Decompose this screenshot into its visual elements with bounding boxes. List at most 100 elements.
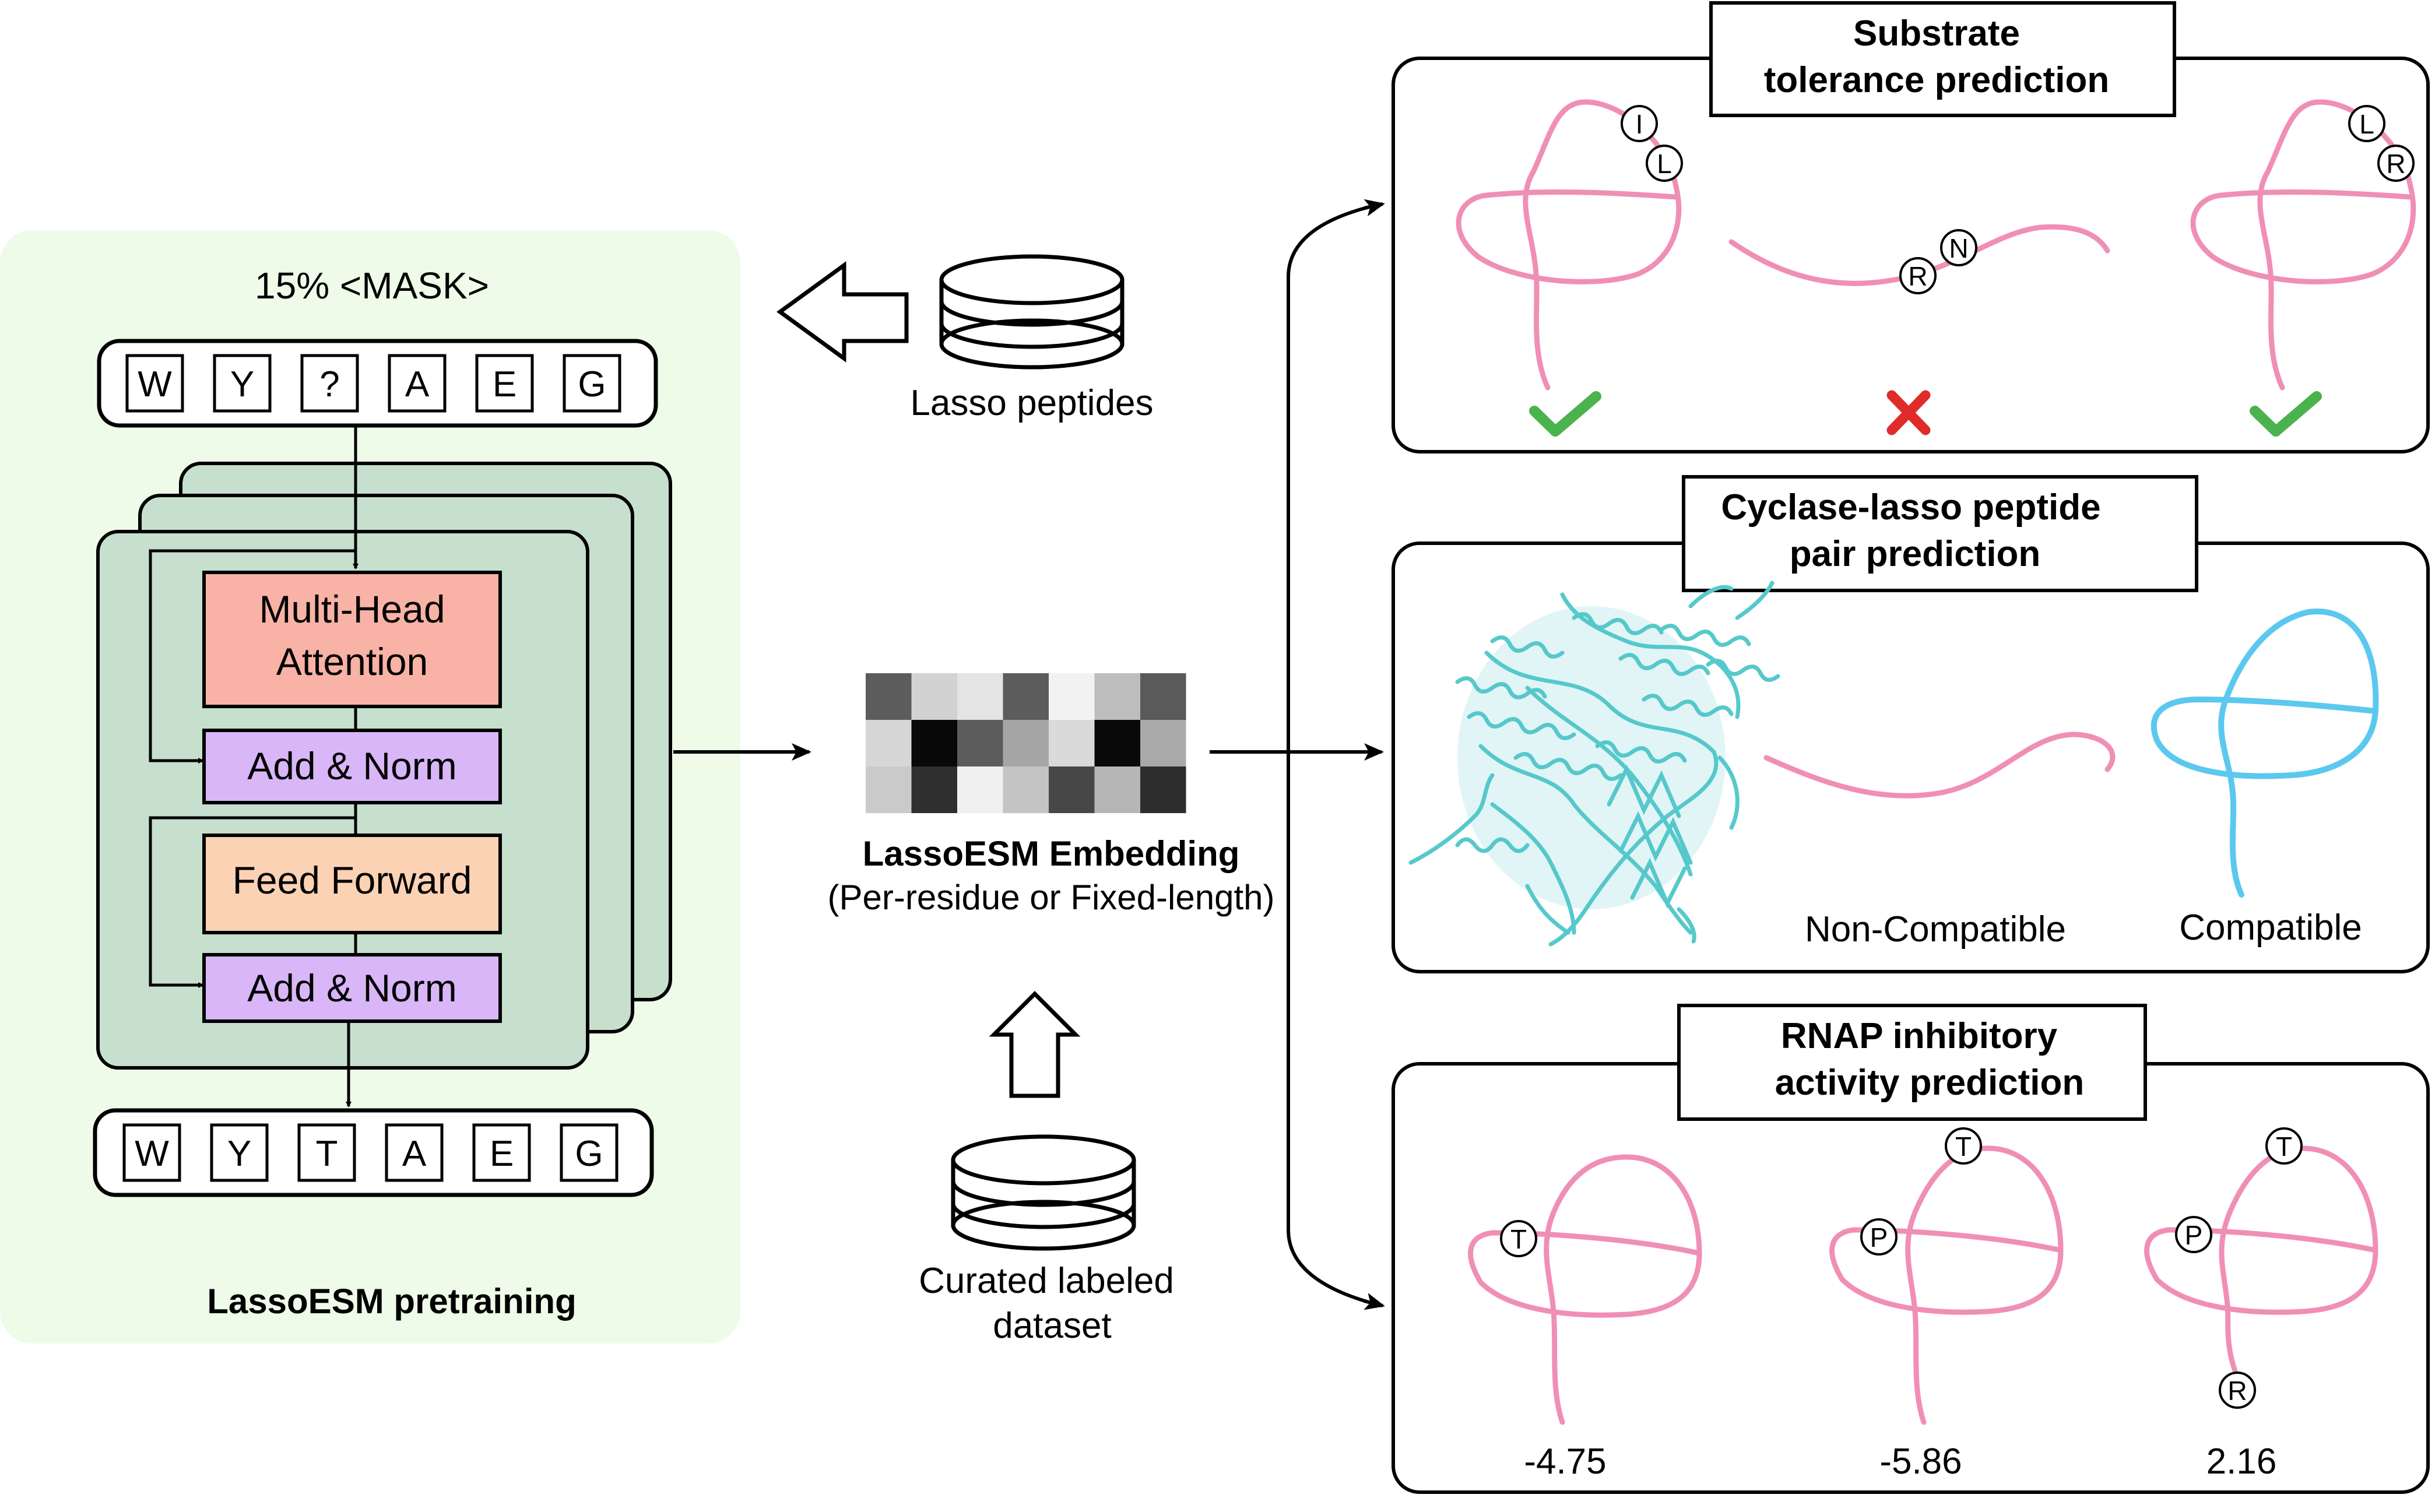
residue-marker: R — [2219, 1372, 2256, 1409]
svg-text:(Per-residue or Fixed-length): (Per-residue or Fixed-length) — [828, 878, 1275, 917]
lasso-peptides-source: Lasso peptides — [910, 254, 1154, 423]
svg-text:W: W — [135, 1134, 169, 1174]
hollow-arrow-up — [989, 991, 1081, 1098]
multi-head-attention-block: Multi-Head Attention — [202, 571, 502, 708]
feed-forward-block: Feed Forward — [202, 834, 502, 934]
input-token: W — [125, 354, 184, 413]
database-icon — [951, 1134, 1136, 1251]
embedding-cell — [1003, 766, 1049, 813]
cross-icon — [1886, 390, 1931, 435]
svg-text:Y: Y — [230, 364, 254, 405]
cyclase-protein-structure — [1408, 581, 1780, 947]
svg-text:G: G — [578, 364, 606, 405]
input-token: G — [563, 354, 621, 413]
compatible-lasso-knot — [2151, 609, 2379, 898]
curated-dataset-source: Curated labeled dataset — [919, 1134, 1174, 1346]
lasso-peptide-knot — [1456, 99, 1682, 391]
residue-marker: R — [1899, 257, 1937, 294]
output-token: G — [560, 1123, 619, 1182]
linear-peptide — [1763, 732, 2116, 799]
add-norm-block-1: Add & Norm — [202, 729, 502, 804]
svg-text:R: R — [1908, 261, 1927, 291]
activity-value-3: 2.16 — [2206, 1441, 2277, 1482]
svg-text:?: ? — [319, 364, 339, 405]
svg-text:W: W — [138, 364, 172, 405]
embedding-cell — [1140, 720, 1186, 766]
lasso-peptide-knot — [2144, 1145, 2378, 1376]
svg-text:Multi-Head: Multi-Head — [259, 588, 445, 631]
svg-text:Cyclase-lasso peptide: Cyclase-lasso peptide — [1721, 487, 2100, 528]
residue-marker: L — [2348, 105, 2385, 142]
embedding-cell — [1094, 720, 1140, 766]
input-token: E — [475, 354, 534, 413]
residue-marker: T — [1945, 1127, 1982, 1165]
embedding-cell — [1094, 766, 1140, 813]
svg-text:R: R — [2227, 1376, 2247, 1406]
svg-text:tolerance prediction: tolerance prediction — [1764, 60, 2110, 100]
embedding-cell — [957, 673, 1003, 720]
svg-text:T: T — [1510, 1224, 1527, 1254]
residue-marker: I — [1621, 105, 1658, 142]
svg-text:dataset: dataset — [993, 1306, 1111, 1346]
substrate-title-box: Substrate tolerance prediction — [1709, 1, 2176, 117]
output-token: T — [297, 1123, 356, 1182]
embedding-cell — [911, 673, 957, 720]
embedding-cell — [866, 673, 912, 720]
svg-text:T: T — [2276, 1131, 2292, 1162]
add-norm-block-2: Add & Norm — [202, 953, 502, 1023]
svg-text:Y: Y — [227, 1134, 251, 1174]
residue-marker: P — [2175, 1216, 2212, 1253]
database-icon — [939, 254, 1125, 370]
svg-text:T: T — [1955, 1131, 1972, 1162]
svg-text:E: E — [490, 1134, 514, 1174]
svg-text:L: L — [2359, 109, 2374, 139]
svg-text:activity prediction: activity prediction — [1775, 1063, 2085, 1103]
hollow-arrow-left — [776, 261, 909, 363]
svg-text:Feed Forward: Feed Forward — [233, 859, 472, 902]
embedding-cell — [866, 766, 912, 813]
svg-text:pair prediction: pair prediction — [1790, 534, 2041, 574]
check-icon — [1529, 391, 1601, 437]
embedding-cell — [957, 720, 1003, 766]
input-token: Y — [213, 354, 272, 413]
svg-text:LassoESM Embedding: LassoESM Embedding — [863, 834, 1240, 873]
input-token-bar: W Y? A E G — [97, 339, 658, 428]
pretraining-caption: LassoESM pretraining — [207, 1282, 576, 1321]
residue-marker: T — [2265, 1127, 2303, 1165]
embedding-block: LassoESM Embedding (Per-residue or Fixed… — [828, 673, 1275, 917]
svg-text:Lasso peptides: Lasso peptides — [910, 383, 1153, 423]
output-token: W — [122, 1123, 181, 1182]
transformer-flow-lines — [149, 426, 359, 1107]
embedding-cell — [1140, 673, 1186, 720]
activity-value-2: -5.86 — [1879, 1441, 1962, 1482]
lasso-peptide-knot — [1829, 1145, 2064, 1425]
svg-text:G: G — [575, 1134, 603, 1174]
svg-text:P: P — [2185, 1220, 2203, 1250]
embedding-cell — [911, 720, 957, 766]
embedding-cell — [866, 720, 912, 766]
svg-text:Add & Norm: Add & Norm — [247, 966, 456, 1010]
svg-text:A: A — [402, 1134, 427, 1174]
input-token: A — [388, 354, 447, 413]
residue-marker: L — [1646, 145, 1683, 182]
cyclase-title-box: Cyclase-lasso peptide pair prediction — [1682, 475, 2198, 592]
activity-value-1: -4.75 — [1524, 1441, 1606, 1482]
svg-text:N: N — [1949, 233, 1968, 263]
embedding-cell — [957, 766, 1003, 813]
svg-text:Add & Norm: Add & Norm — [247, 744, 456, 787]
svg-text:Compatible: Compatible — [2179, 908, 2362, 948]
embedding-cell — [1094, 673, 1140, 720]
svg-text:E: E — [493, 364, 516, 405]
residue-marker: N — [1940, 229, 1977, 266]
output-token: Y — [210, 1123, 269, 1182]
cyclase-protein-shadow — [1457, 606, 1726, 909]
embedding-cell — [1049, 766, 1095, 813]
check-icon — [2250, 391, 2322, 437]
embedding-cell — [1003, 720, 1049, 766]
svg-text:T: T — [316, 1134, 338, 1174]
